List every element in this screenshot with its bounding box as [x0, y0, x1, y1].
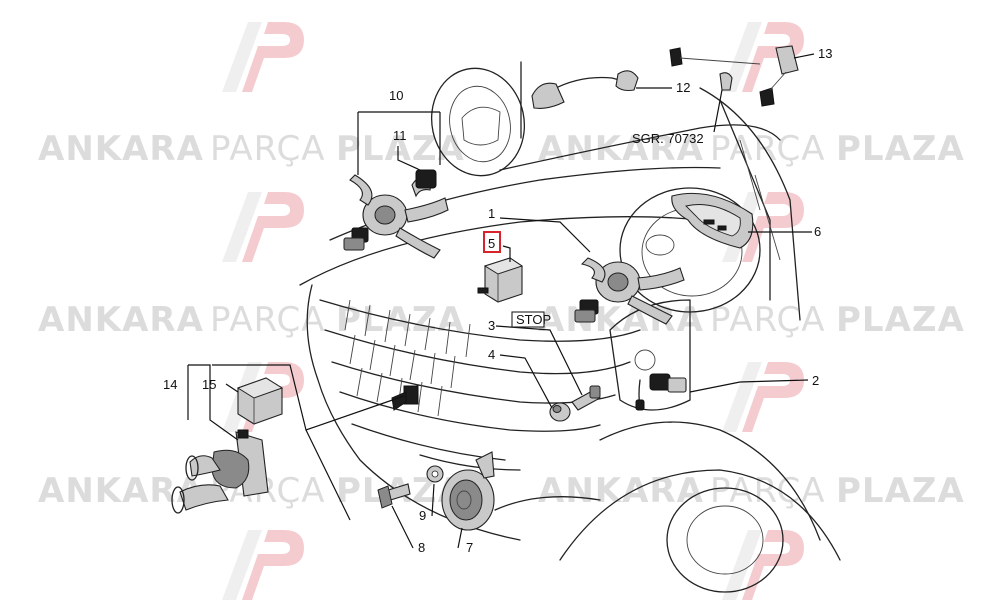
watermark-word-plaza: PLAZA: [836, 471, 965, 511]
callout-12: 12: [676, 80, 690, 95]
callout-1: 1: [488, 206, 495, 221]
part-bulbs: [669, 45, 799, 107]
callout-8: 8: [418, 540, 425, 555]
watermark-word-parca: PARÇA: [710, 129, 826, 169]
callout-10: 10: [389, 88, 403, 103]
watermark-word-parca: PARÇA: [710, 300, 826, 340]
grille-slots: [344, 299, 471, 417]
front-wheel: [666, 487, 784, 593]
watermark-logo: [222, 192, 304, 262]
watermark-word-ankara: ANKARA: [38, 129, 204, 169]
callout-3: 3: [488, 318, 495, 333]
parts-layer: [171, 45, 799, 531]
callout-6: 6: [814, 224, 821, 239]
stop-tag-box: [511, 311, 545, 328]
callout-9: 9: [419, 508, 426, 523]
callout-7: 7: [466, 540, 473, 555]
part-relay-horn: [236, 377, 284, 425]
callout-13: 13: [818, 46, 832, 61]
stop-tag-label: STOP: [516, 312, 551, 327]
watermark-word-parca: PARÇA: [210, 129, 326, 169]
watermark-word-plaza: PLAZA: [836, 129, 965, 169]
watermark-word-parca: PARÇA: [210, 300, 326, 340]
part-sensor-connector: [635, 373, 687, 411]
callout-2: 2: [812, 373, 819, 388]
watermark-word-ankara: ANKARA: [538, 129, 704, 169]
part-stop-switch: [571, 385, 601, 411]
callout-15: 15: [202, 377, 216, 392]
watermark-row-bottom: ANKARA PARÇA PLAZA ANKARA PARÇA PLAZA: [38, 471, 965, 511]
callout-labels: 10 11 1 5 3 4 2 6 12 13 14 15 7 8 9 SGR.…: [163, 46, 832, 555]
watermark-word-ankara: ANKARA: [538, 300, 704, 340]
part-connector-clip: [391, 385, 419, 411]
watermark-logo: [722, 362, 804, 432]
reference-code-label: SGR. 70732: [632, 131, 704, 146]
callout-5: 5: [488, 236, 495, 251]
watermark-word-plaza: PLAZA: [336, 129, 465, 169]
part-rubber-buffer: [549, 402, 571, 422]
callout-11: 11: [393, 128, 407, 143]
callout-4: 4: [488, 347, 495, 362]
watermark-word-ankara: ANKARA: [538, 471, 704, 511]
steering-wheel-left: [430, 67, 526, 177]
part-bolt: [377, 483, 411, 509]
callout-14: 14: [163, 377, 177, 392]
highlight-box-callout-5: [483, 231, 501, 253]
watermark-row-top: ANKARA PARÇA PLAZA ANKARA PARÇA PLAZA: [38, 129, 965, 169]
watermark-word-plaza: PLAZA: [336, 300, 465, 340]
part-steering-column-switch-right: [574, 257, 685, 325]
watermark-logo: [722, 22, 804, 92]
vehicle-body-outline: [299, 61, 841, 593]
part-steering-column-switch-left: [343, 169, 449, 259]
watermark-word-plaza: PLAZA: [836, 300, 965, 340]
watermark-layer: ANKARA PARÇA PLAZA ANKARA PARÇA PLAZA AN…: [38, 22, 965, 600]
leader-lines: [187, 53, 815, 549]
watermark-logo: [222, 530, 304, 600]
part-air-horn-assembly: [171, 429, 269, 514]
part-relay: [477, 257, 524, 303]
watermark-row-middle: ANKARA PARÇA PLAZA ANKARA PARÇA PLAZA: [38, 300, 965, 340]
part-horn-pad: [671, 192, 754, 249]
part-disc-horn: [441, 451, 495, 531]
watermark-logo: [222, 22, 304, 92]
part-washer: [426, 465, 444, 483]
watermark-word-ankara: ANKARA: [38, 300, 204, 340]
part-horn-button-cable: [531, 70, 639, 109]
watermark-word-ankara: ANKARA: [38, 471, 204, 511]
